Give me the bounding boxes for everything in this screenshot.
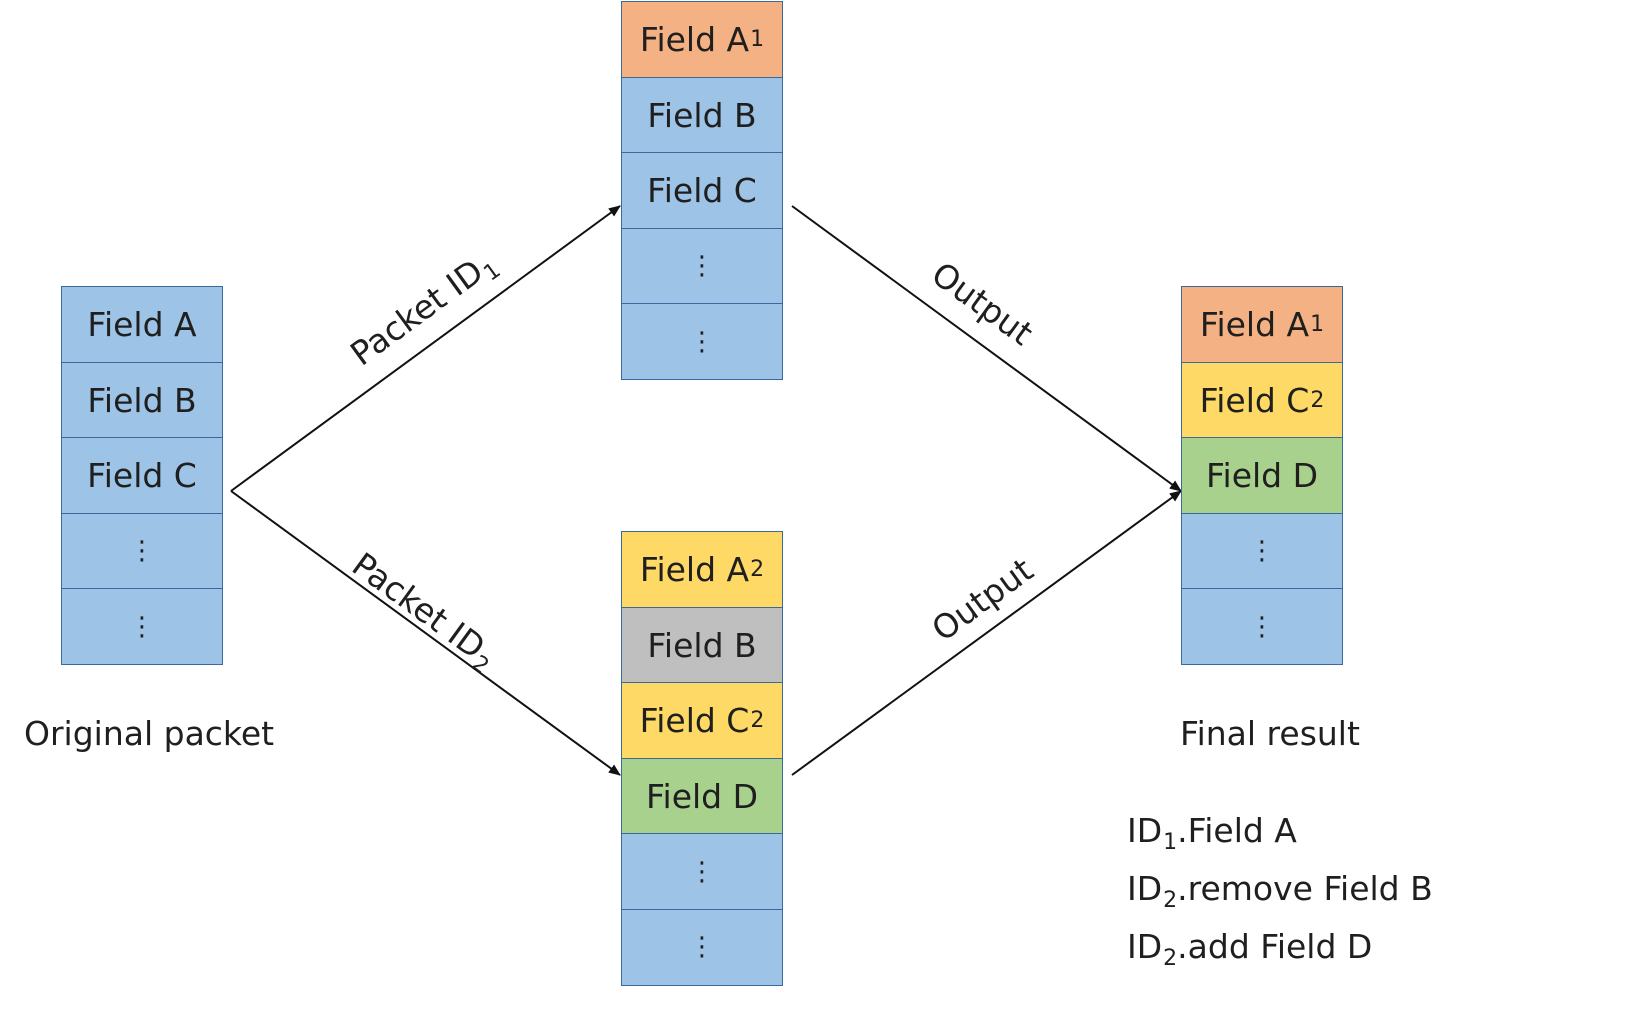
arrow-packet-id1	[230, 205, 621, 492]
original-packet-stack: Field A Field B Field C ⋮ ⋮	[61, 286, 223, 665]
id1-field-b: Field B	[621, 76, 783, 154]
original-ellipsis-1: ⋮	[61, 512, 223, 590]
original-packet-caption: Original packet	[24, 714, 275, 753]
note-line: ID2.remove Field B	[1127, 869, 1433, 913]
final-field-d: Field D	[1181, 437, 1343, 514]
original-ellipsis-2: ⋮	[61, 588, 223, 665]
id2-ellipsis-1: ⋮	[621, 833, 783, 910]
final-result-caption: Final result	[1180, 714, 1360, 753]
arrow-output-bottom	[791, 490, 1182, 776]
id2-field-b-removed: Field B	[621, 606, 783, 684]
operation-notes: ID1.Field A ID2.remove Field B ID2.add F…	[1127, 808, 1433, 982]
note-line: ID1.Field A	[1127, 811, 1297, 855]
arrow-packet-id2	[230, 490, 621, 776]
original-field-a: Field A	[61, 286, 223, 363]
original-field-b: Field B	[61, 361, 223, 439]
id1-field-c: Field C	[621, 152, 783, 229]
id1-ellipsis-1: ⋮	[621, 227, 783, 305]
final-ellipsis-1: ⋮	[1181, 512, 1343, 590]
id2-ellipsis-2: ⋮	[621, 908, 783, 986]
id2-field-d-added: Field D	[621, 757, 783, 835]
note-line: ID2.add Field D	[1127, 927, 1373, 971]
original-field-c: Field C	[61, 437, 223, 514]
id1-ellipsis-2: ⋮	[621, 303, 783, 380]
final-ellipsis-2: ⋮	[1181, 588, 1343, 665]
arrow-output-top	[791, 205, 1182, 492]
